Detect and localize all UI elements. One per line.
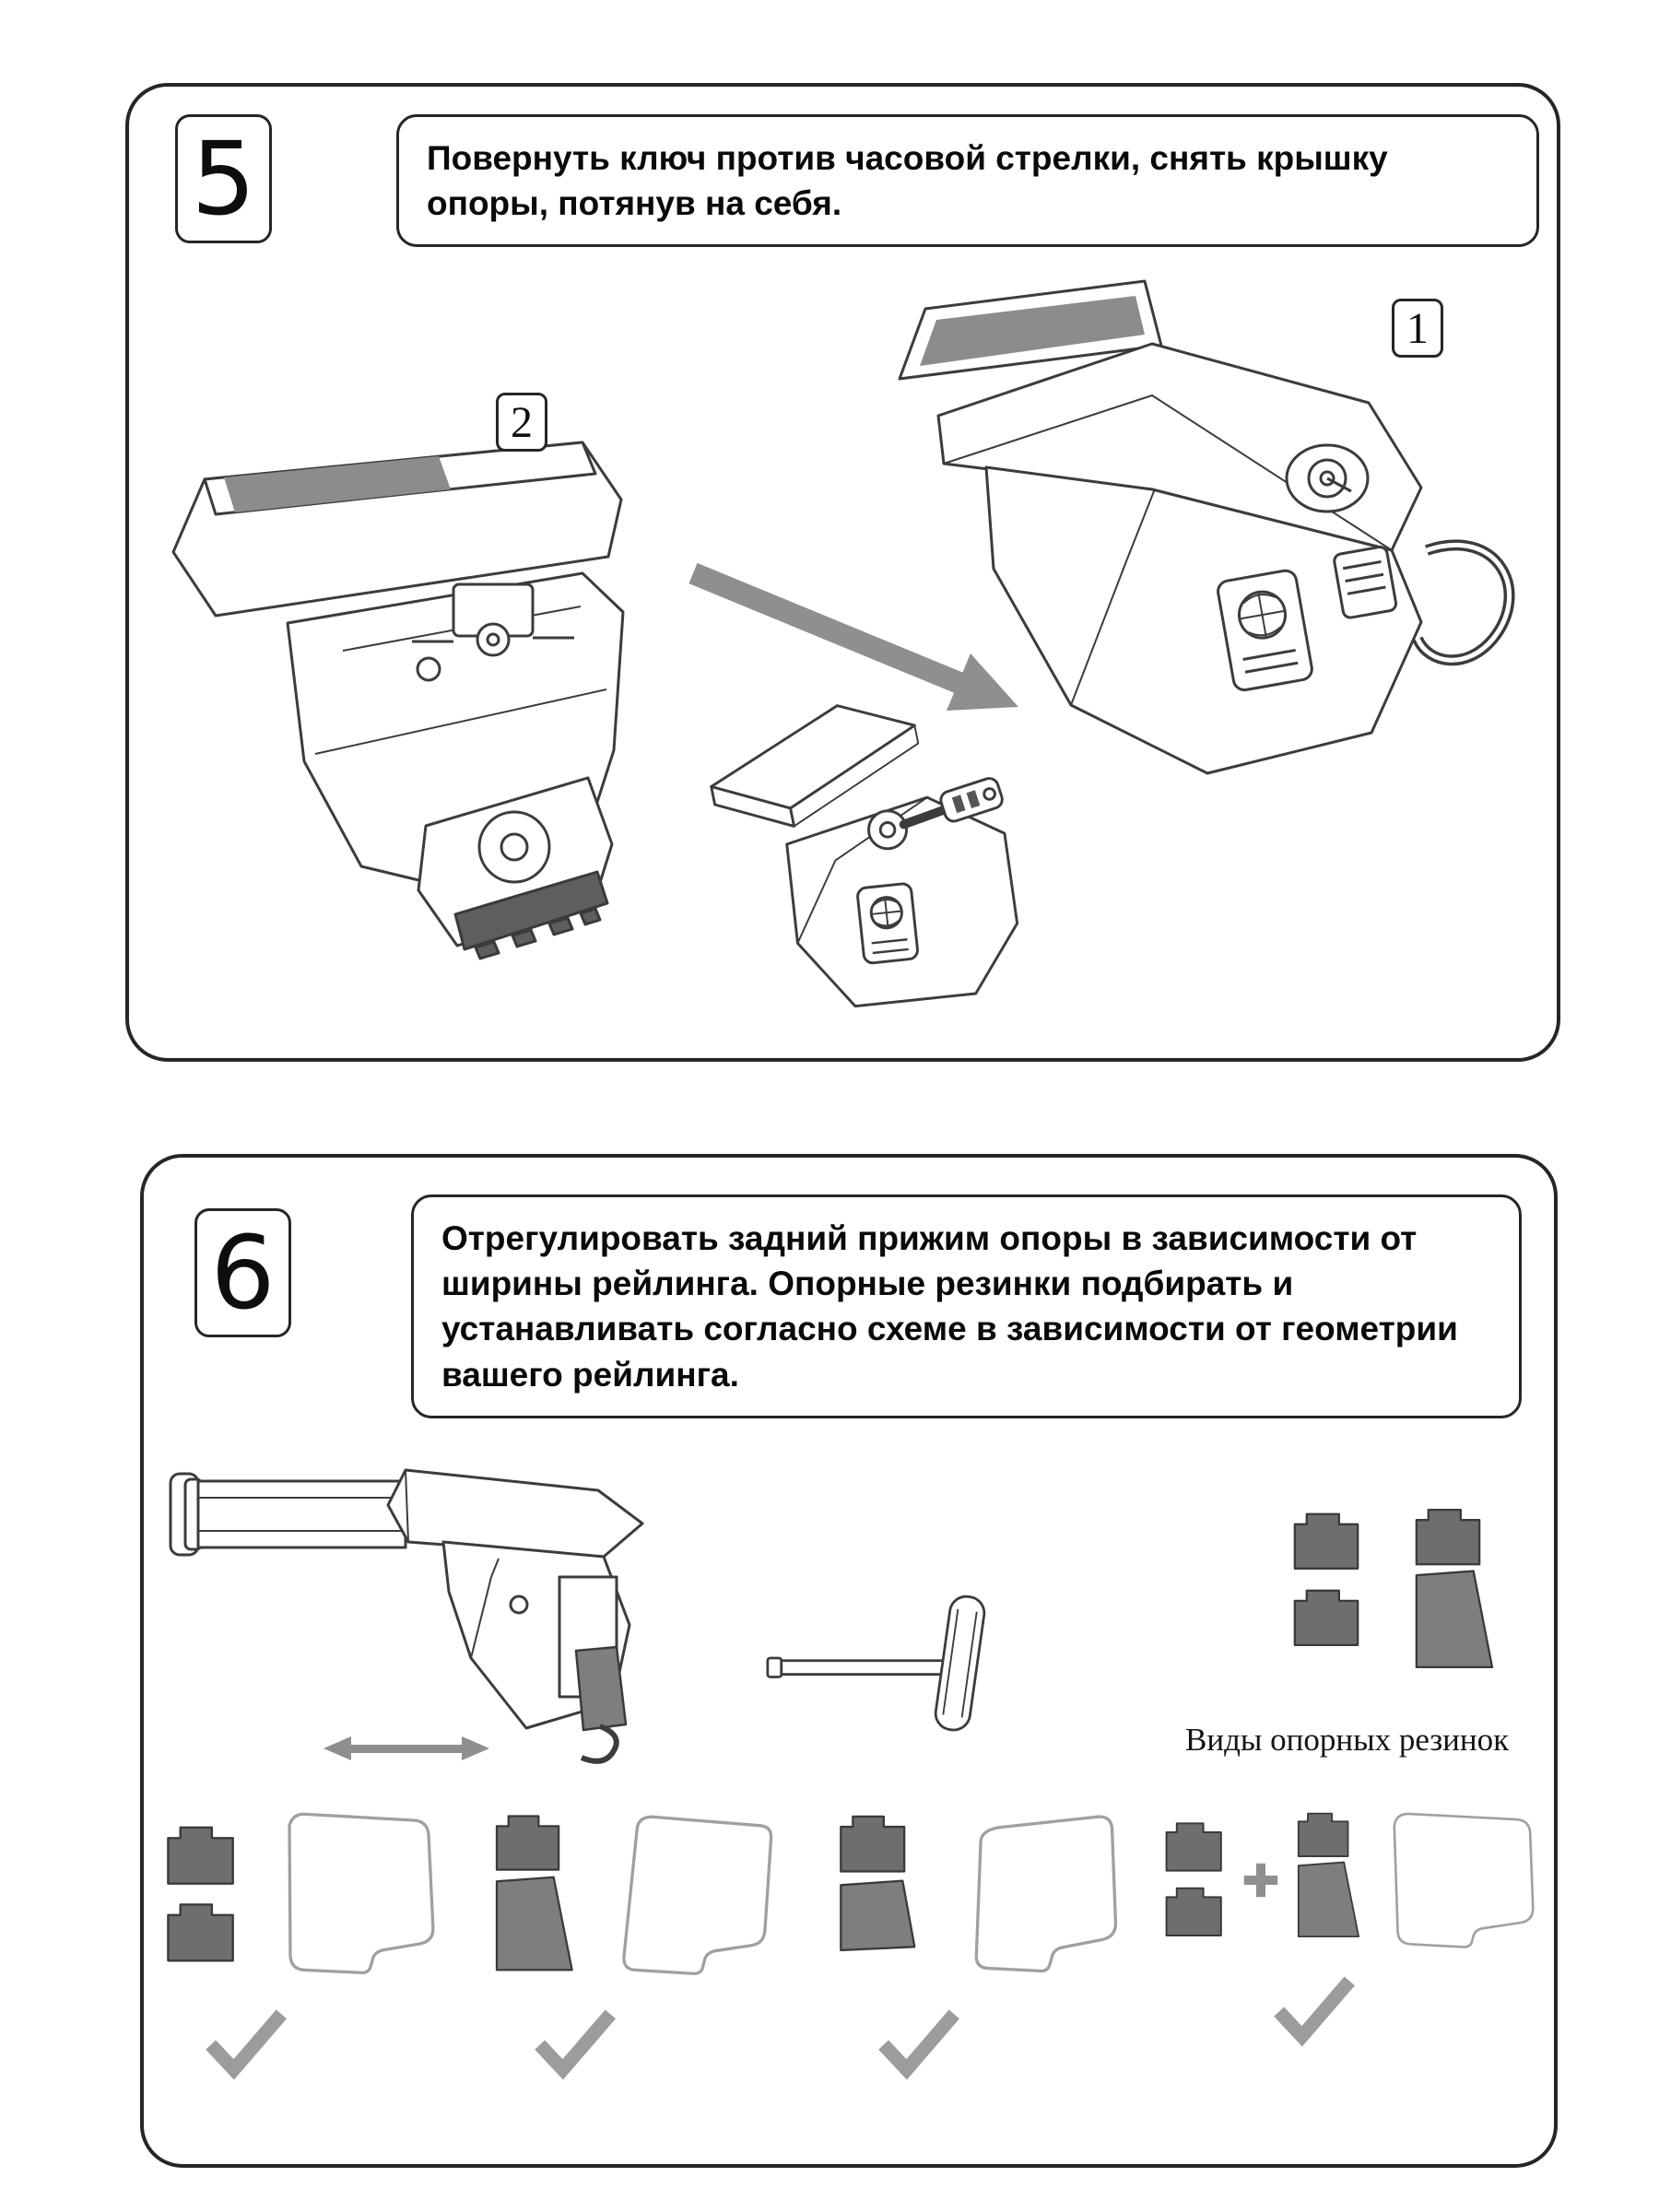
rubber-pad-set <box>1165 1822 1222 1936</box>
rubber-pad-types-illustration <box>1293 1508 1494 1669</box>
instruction-text-step-5: Повернуть ключ против часовой стрелки, с… <box>427 139 1388 223</box>
checkmark-icon <box>206 2009 288 2080</box>
rubber-pad-set <box>167 1826 234 1962</box>
model-badge <box>1333 546 1398 619</box>
foot-cover-on-illustration <box>171 441 625 960</box>
part-label-1-box: 1 <box>1392 299 1443 358</box>
pads-caption-text: Виды опорных резинок <box>1185 1722 1510 1758</box>
rear-clamp <box>574 1645 628 1732</box>
part-label-1: 1 <box>1406 303 1429 353</box>
brand-badge <box>856 882 919 965</box>
crossbar-stripe <box>224 456 451 512</box>
hex-key-icon <box>766 1594 986 1732</box>
step-number-5: 5 <box>191 120 256 238</box>
instruction-box-step-6: Отрегулировать задний прижим опоры в зав… <box>411 1194 1522 1418</box>
pad-option-2 <box>487 1803 798 2082</box>
rail-profile-outline <box>974 1815 1118 1973</box>
checkmark-icon <box>1274 1976 1356 2047</box>
part-label-2-box: 2 <box>496 393 547 452</box>
crossbar-stripe <box>920 296 1145 366</box>
instruction-box-step-5: Повернуть ключ против часовой стрелки, с… <box>396 114 1539 248</box>
foot-assembled-illustration <box>898 279 1515 775</box>
panel-step-5: 5 Повернуть ключ против часовой стрелки,… <box>125 83 1560 1062</box>
panel-step-6: 6 Отрегулировать задний прижим опоры в з… <box>140 1154 1558 2168</box>
instruction-text-step-6: Отрегулировать задний прижим опоры в зав… <box>441 1219 1458 1394</box>
plus-icon <box>1243 1863 1278 1898</box>
pads-caption: Виды опорных резинок <box>1185 1722 1509 1759</box>
clamp-teeth-strip <box>453 870 609 951</box>
foot-cover-removed-key-illustration <box>710 704 1019 1008</box>
part-label-2: 2 <box>511 397 533 447</box>
rail-profile-outline <box>1393 1812 1535 1948</box>
pad-option-3 <box>830 1803 1140 2082</box>
rail-profile-outline <box>288 1812 435 1975</box>
rail-profile-outline <box>622 1815 773 1976</box>
width-adjust-arrow-icon <box>324 1736 489 1760</box>
pad-option-1 <box>158 1803 465 2082</box>
step-number-6: 6 <box>210 1214 276 1332</box>
rubber-pad-set <box>495 1815 573 1971</box>
checkmark-icon <box>535 2009 617 2080</box>
key-icon <box>939 777 1004 823</box>
foot-side-view-illustration <box>169 1468 644 1764</box>
pad-option-4 <box>1158 1803 1554 2049</box>
checkmark-icon <box>878 2009 960 2080</box>
rubber-pad-set <box>1297 1812 1360 1938</box>
step-number-5-box: 5 <box>175 114 272 243</box>
direction-arrow-icon <box>688 562 1018 711</box>
rubber-pad-set <box>840 1815 916 1952</box>
brand-badge <box>1217 569 1313 692</box>
step-number-6-box: 6 <box>194 1208 291 1337</box>
